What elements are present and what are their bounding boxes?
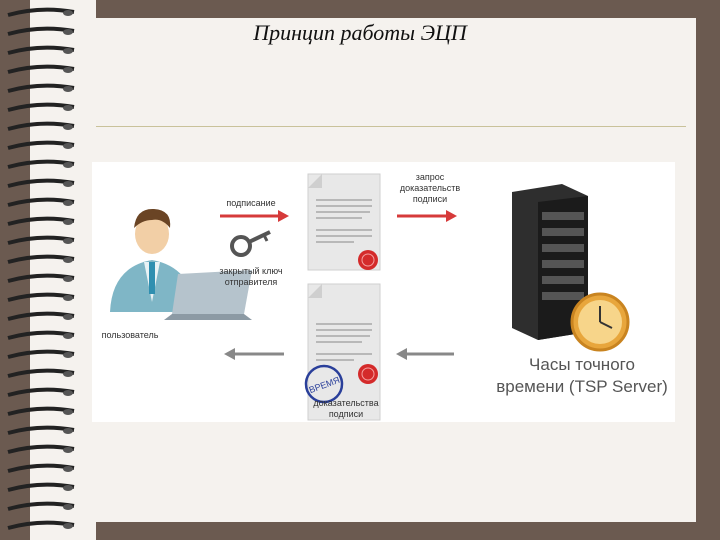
tsp-server-label: Часы точного времени (TSP Server) bbox=[482, 354, 682, 398]
tsp-line-2: времени (TSP Server) bbox=[496, 377, 668, 396]
tsp-line-1: Часы точного bbox=[529, 355, 635, 374]
title-divider bbox=[96, 126, 686, 127]
clock-icon bbox=[570, 292, 630, 352]
signed-document bbox=[307, 173, 381, 271]
spiral-binding bbox=[0, 0, 96, 540]
binding-hole bbox=[63, 466, 73, 472]
slide-title: Принцип работы ЭЦП bbox=[253, 20, 467, 45]
binding-hole bbox=[63, 504, 73, 510]
signing-arrow bbox=[220, 210, 289, 222]
return-arrow-left bbox=[224, 348, 284, 360]
signing-label: подписание bbox=[226, 198, 276, 208]
eds-diagram: ВРЕМЯ bbox=[92, 162, 675, 422]
frame-top bbox=[96, 0, 720, 18]
evidence-label: доказательства подписи bbox=[313, 398, 379, 419]
binding-hole bbox=[63, 10, 73, 16]
binding-hole bbox=[63, 447, 73, 453]
binding-hole bbox=[63, 390, 73, 396]
server-icon bbox=[512, 184, 588, 340]
binding-hole bbox=[63, 428, 73, 434]
binding-hole bbox=[63, 295, 73, 301]
binding-hole bbox=[63, 200, 73, 206]
binding-hole bbox=[63, 276, 73, 282]
time-stamp-icon bbox=[304, 364, 344, 404]
key-icon bbox=[230, 230, 271, 257]
return-arrow-right bbox=[396, 348, 454, 360]
binding-hole bbox=[63, 257, 73, 263]
request-arrow bbox=[397, 210, 457, 222]
binding-hole bbox=[63, 371, 73, 377]
binding-hole bbox=[63, 162, 73, 168]
request-label: запрос доказательств подписи bbox=[399, 172, 461, 204]
binding-hole bbox=[63, 181, 73, 187]
closed-key-label: закрытый ключ отправителя bbox=[219, 266, 283, 287]
binding-hole bbox=[63, 86, 73, 92]
binding-hole bbox=[63, 314, 73, 320]
binding-hole bbox=[63, 409, 73, 415]
binding-hole bbox=[63, 219, 73, 225]
seal-icon bbox=[358, 250, 378, 270]
binding-hole bbox=[63, 67, 73, 73]
binding-hole bbox=[63, 143, 73, 149]
binding-hole bbox=[63, 124, 73, 130]
user-label: пользователь bbox=[101, 330, 159, 340]
user-illustration bbox=[110, 208, 252, 320]
binding-hole bbox=[63, 523, 73, 529]
binding-hole bbox=[63, 352, 73, 358]
binding-hole bbox=[63, 29, 73, 35]
binding-hole bbox=[63, 485, 73, 491]
timestamped-document: ВРЕМЯ bbox=[304, 283, 381, 421]
binding-hole bbox=[63, 238, 73, 244]
binding-hole bbox=[63, 333, 73, 339]
frame-bottom bbox=[0, 522, 720, 540]
seal-icon bbox=[358, 364, 378, 384]
frame-right bbox=[696, 0, 720, 540]
binding-hole bbox=[63, 105, 73, 111]
binding-hole bbox=[63, 48, 73, 54]
